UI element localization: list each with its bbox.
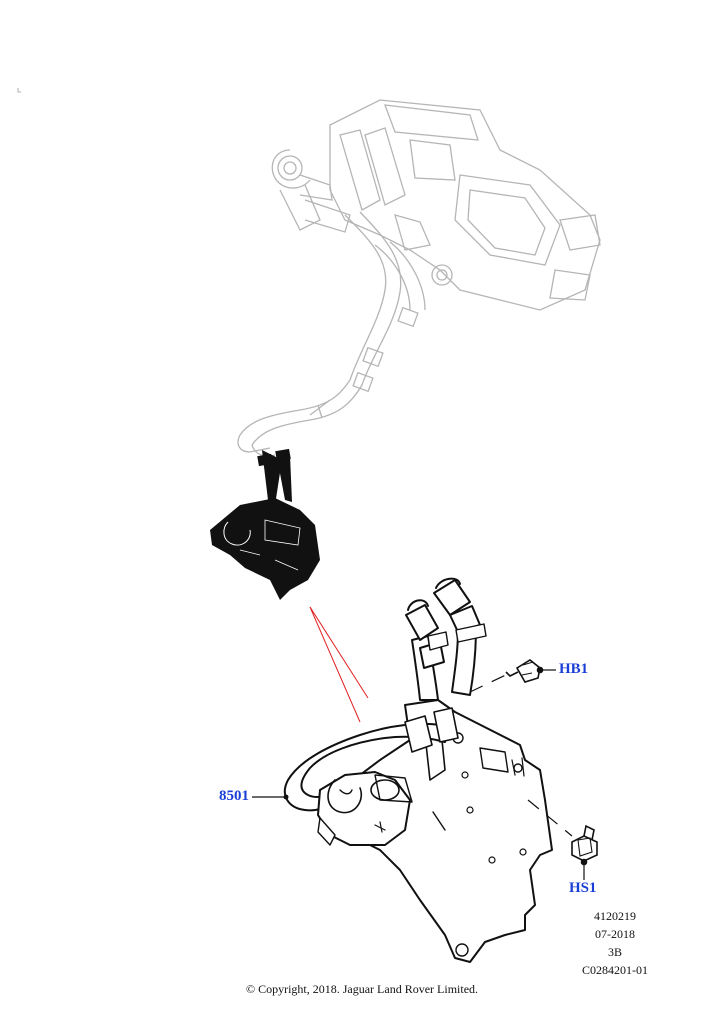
hvac-assembly-ghost — [237, 99, 601, 457]
bolt-hb1-part — [505, 659, 544, 683]
illustration-code: C0284201-01 — [582, 963, 648, 977]
callout-screw-hs1[interactable]: HS1 — [569, 880, 597, 896]
part-8501-leader-dot — [283, 794, 289, 800]
screw-hs1-part — [571, 824, 598, 866]
illustration-number: 4120219 — [594, 909, 636, 923]
pump-assembly-exploded — [283, 577, 553, 963]
illustration-revision: 3B — [607, 945, 622, 959]
pump-assembly-highlight — [210, 448, 320, 600]
install-guide-lines — [469, 671, 573, 837]
copyright-notice: © Copyright, 2018. Jaguar Land Rover Lim… — [245, 982, 479, 996]
callout-part-8501[interactable]: 8501 — [219, 788, 249, 804]
corner-mark — [17, 88, 21, 93]
leader-lines — [309, 606, 369, 723]
callout-bolt-hb1[interactable]: HB1 — [559, 661, 589, 677]
illustration-date: 07-2018 — [595, 927, 635, 941]
